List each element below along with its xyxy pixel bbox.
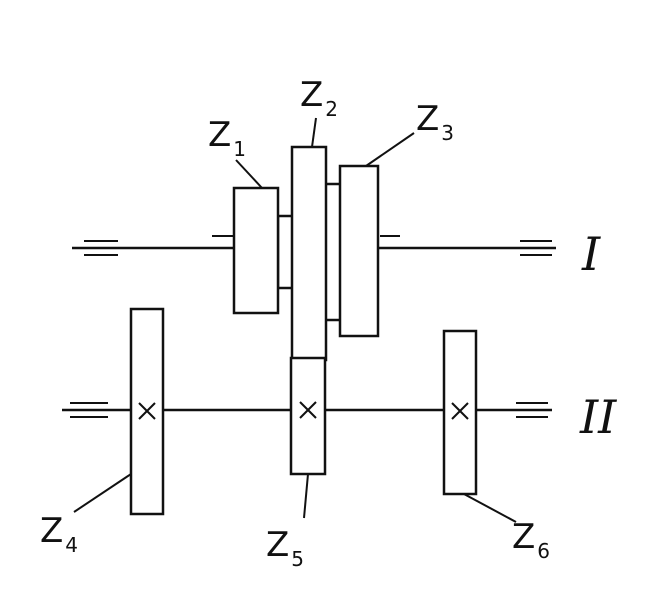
gear-z6 bbox=[442, 329, 478, 496]
gear-z2 bbox=[290, 145, 328, 362]
gear-z5 bbox=[289, 356, 327, 476]
fixed-mark-z5 bbox=[299, 401, 317, 419]
gear-z3 bbox=[338, 164, 380, 338]
fixed-mark-z4 bbox=[138, 402, 156, 420]
fixed-mark-z6 bbox=[451, 402, 469, 420]
gear-z1 bbox=[232, 186, 280, 315]
leader-lines bbox=[73, 117, 517, 523]
label-shaft-ii: II bbox=[579, 390, 617, 444]
label-shaft-i: I bbox=[581, 227, 601, 281]
